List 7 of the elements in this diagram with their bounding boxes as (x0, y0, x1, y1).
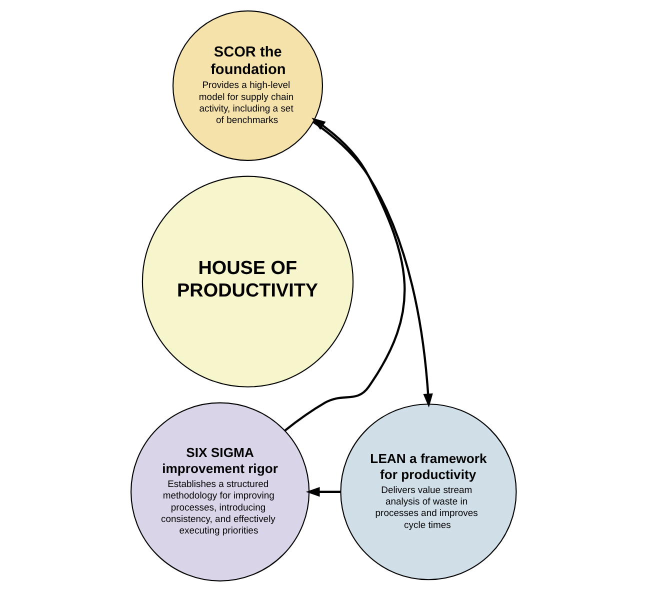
arrow (305, 487, 340, 497)
node-circle: HOUSE OF PRODUCTIVITY (141, 176, 354, 388)
node-circle: SIX SIGMA improvement rigor Establishes a structured methodology for improving processes, introducing consistency, and effectively executing priorities (130, 402, 310, 582)
arrow (312, 121, 432, 408)
node-circle: SCOR the foundation Provides a high-level model for supply chain activity, including a set of benchmarks (172, 10, 323, 161)
arrow (284, 118, 406, 432)
node-circle: LEAN a framework for productivity Delivers value stream analysis of waste in processes and improves cycle times (340, 404, 516, 580)
